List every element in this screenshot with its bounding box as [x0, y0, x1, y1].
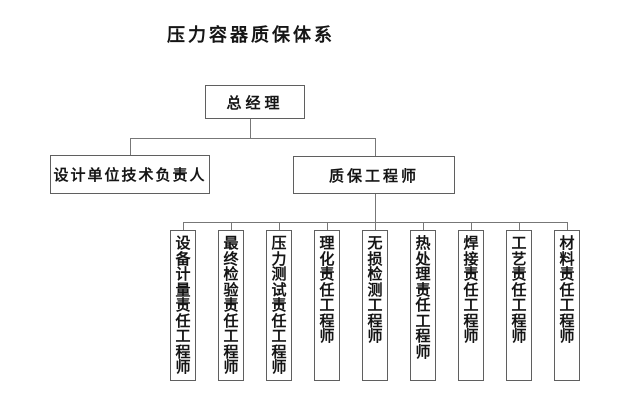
org-box-general-manager: 总经理 — [205, 85, 305, 119]
connector-stub-2 — [231, 223, 232, 230]
connector-qa-up — [375, 139, 376, 156]
connector-root-down — [250, 119, 251, 138]
connector-level2-horizontal — [130, 138, 376, 139]
connector-stub-8 — [519, 223, 520, 230]
org-box-design-unit-leader: 设计单位技术负责人 — [50, 155, 210, 194]
connector-stub-4 — [327, 223, 328, 230]
chart-title: 压力容器质保体系 — [167, 25, 335, 45]
org-box-qa-engineer: 质保工程师 — [293, 156, 455, 194]
org-box-physchem: 理化责任工程师 — [314, 230, 340, 381]
connector-design-down — [130, 139, 131, 155]
org-box-material: 材料责任工程师 — [554, 230, 580, 381]
org-box-pressure-test: 压力测试责任工程师 — [266, 230, 292, 381]
org-box-welding: 焊接责任工程师 — [458, 230, 484, 381]
connector-stub-3 — [279, 223, 280, 230]
org-box-final-inspection: 最终检验责任工程师 — [218, 230, 244, 381]
connector-level3-horizontal — [183, 222, 568, 223]
connector-stub-1 — [183, 223, 184, 230]
connector-stub-9 — [567, 223, 568, 230]
connector-stub-7 — [471, 223, 472, 230]
connector-qa-down — [375, 194, 376, 222]
org-box-equipment-metering: 设备计量责任工程师 — [170, 230, 196, 381]
org-box-heat-treatment: 热处理责任工程师 — [410, 230, 436, 381]
org-box-process: 工艺责任工程师 — [506, 230, 532, 381]
connector-stub-5 — [375, 223, 376, 230]
connector-stub-6 — [423, 223, 424, 230]
org-box-ndt: 无损检测工程师 — [362, 230, 388, 381]
